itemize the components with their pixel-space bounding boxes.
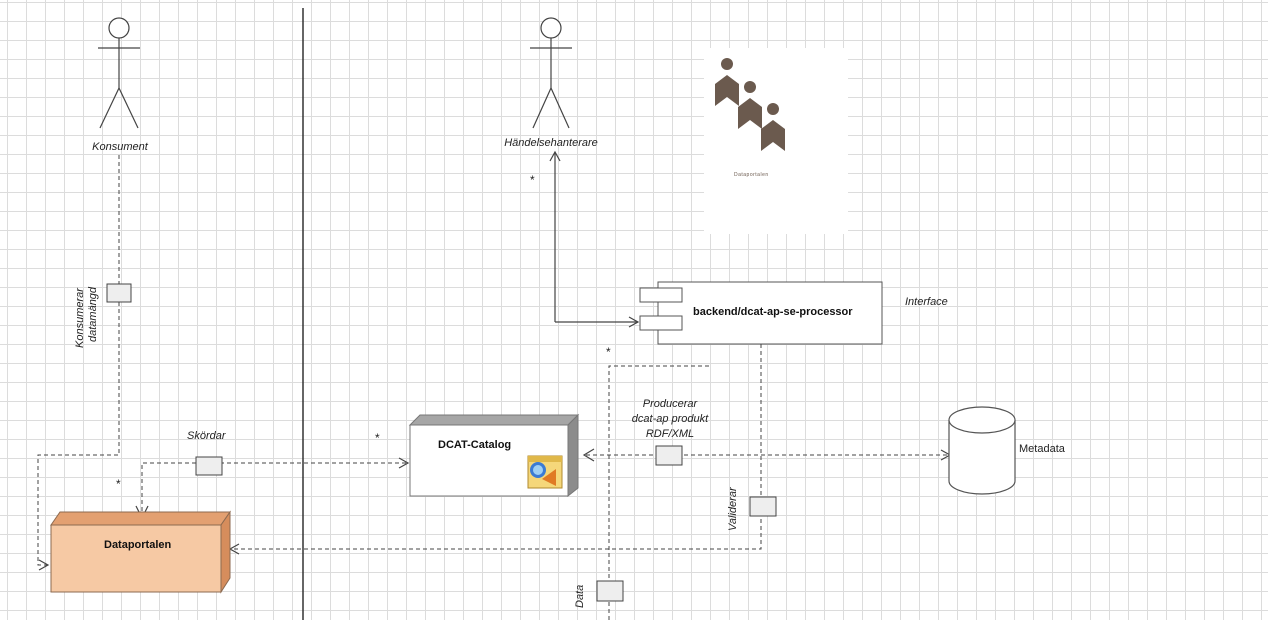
consumes-label-line2: datamängd — [87, 286, 99, 342]
produces-connector-box — [655, 445, 683, 466]
actor-konsument-label: Konsument — [92, 141, 148, 153]
catalog-title: DCAT-Catalog — [438, 439, 512, 451]
portal-node[interactable] — [50, 510, 231, 594]
data-connector[interactable] — [608, 365, 711, 620]
multiplicity-portal: * — [116, 477, 121, 491]
portal-title: Dataportalen — [104, 539, 172, 551]
produces-label-line2: dcat-ap produkt — [631, 413, 709, 425]
multiplicity-catalog: * — [375, 431, 380, 445]
multiplicity-event: * — [530, 173, 535, 187]
actor-handelsehanterare[interactable] — [530, 17, 572, 129]
produces-arrowhead — [582, 448, 595, 462]
multiplicity-data: * — [606, 345, 611, 359]
produces-label-line1: Producerar — [642, 398, 698, 410]
processor-component[interactable] — [639, 281, 883, 345]
validates-label: Validerar — [727, 487, 739, 531]
data-label: Data — [574, 584, 586, 608]
harvests-connector[interactable] — [141, 457, 410, 518]
data-connector-box — [596, 580, 624, 602]
metadata-database[interactable] — [948, 406, 1016, 495]
consumes-connector-box — [106, 283, 132, 303]
interface-label: Interface — [905, 296, 948, 308]
logo-caption: Dataportalen — [734, 172, 769, 178]
produces-label-line3: RDF/XML — [645, 428, 695, 440]
validates-connector[interactable] — [228, 344, 762, 555]
metadata-label: Metadata — [1019, 443, 1065, 455]
actor-handelsehanterare-label: Händelsehanterare — [504, 137, 598, 149]
validates-connector-box — [749, 496, 777, 517]
processor-title: backend/dcat-ap-se-processor — [693, 306, 853, 318]
dataportalen-logo — [715, 58, 785, 151]
harvests-connector-box — [195, 456, 223, 476]
catalog-icon — [527, 455, 563, 489]
harvests-label: Skördar — [187, 430, 226, 442]
consumes-label-line1: Konsumerar — [74, 288, 86, 348]
actor-konsument[interactable] — [98, 17, 140, 129]
consumes-connector[interactable] — [37, 155, 120, 571]
